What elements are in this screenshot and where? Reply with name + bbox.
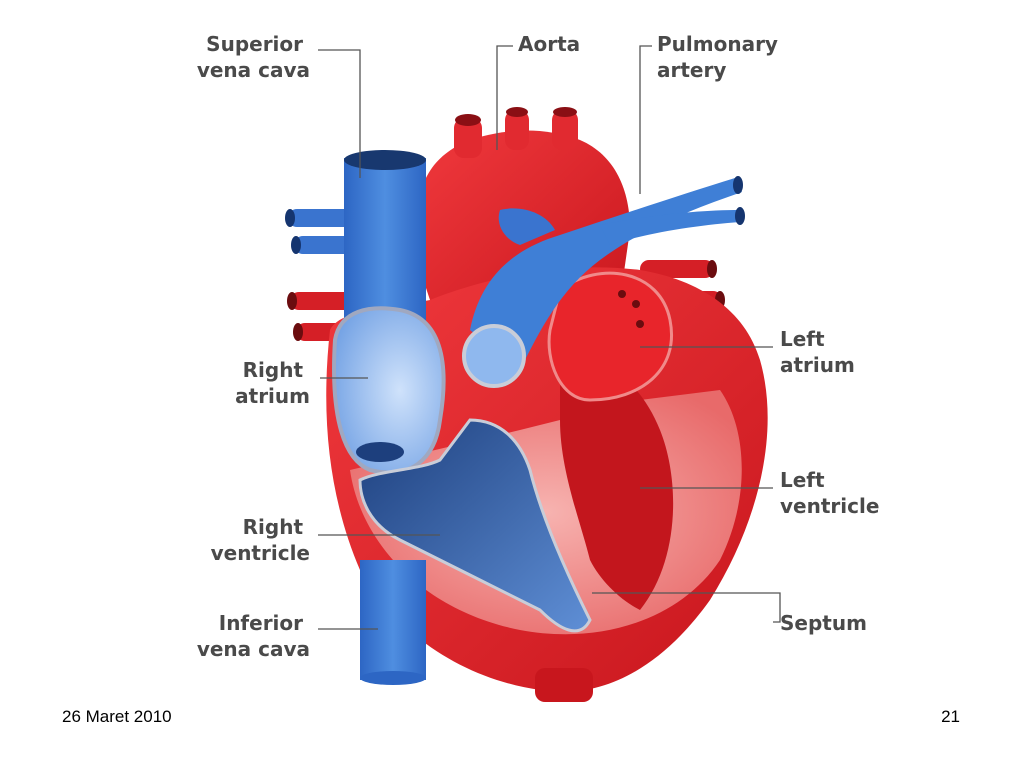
pulmonary-artery-vessel — [462, 176, 745, 388]
label-left-atrium: Left atrium — [780, 327, 855, 377]
footer-date: 26 Maret 2010 — [62, 707, 172, 726]
leader-lines — [318, 45, 781, 630]
page-number: 21 — [941, 707, 960, 726]
label-pulmonary-artery: Pulmonary artery — [657, 32, 785, 82]
label-aorta: Aorta — [518, 32, 580, 56]
left-atrium-shape — [547, 271, 673, 402]
label-right-ventricle: Right ventricle — [211, 515, 310, 565]
right-ventricle-shape — [358, 418, 592, 633]
label-septum: Septum — [780, 611, 867, 635]
label-left-ventricle: Left ventricle — [780, 468, 879, 518]
label-inferior-vena-cava: Inferior vena cava — [197, 611, 310, 661]
right-atrium-shape — [332, 306, 446, 475]
upper-left-blue-vessels — [285, 209, 360, 254]
label-superior-vena-cava: Superior vena cava — [197, 32, 310, 82]
label-right-atrium: Right atrium — [235, 358, 310, 408]
